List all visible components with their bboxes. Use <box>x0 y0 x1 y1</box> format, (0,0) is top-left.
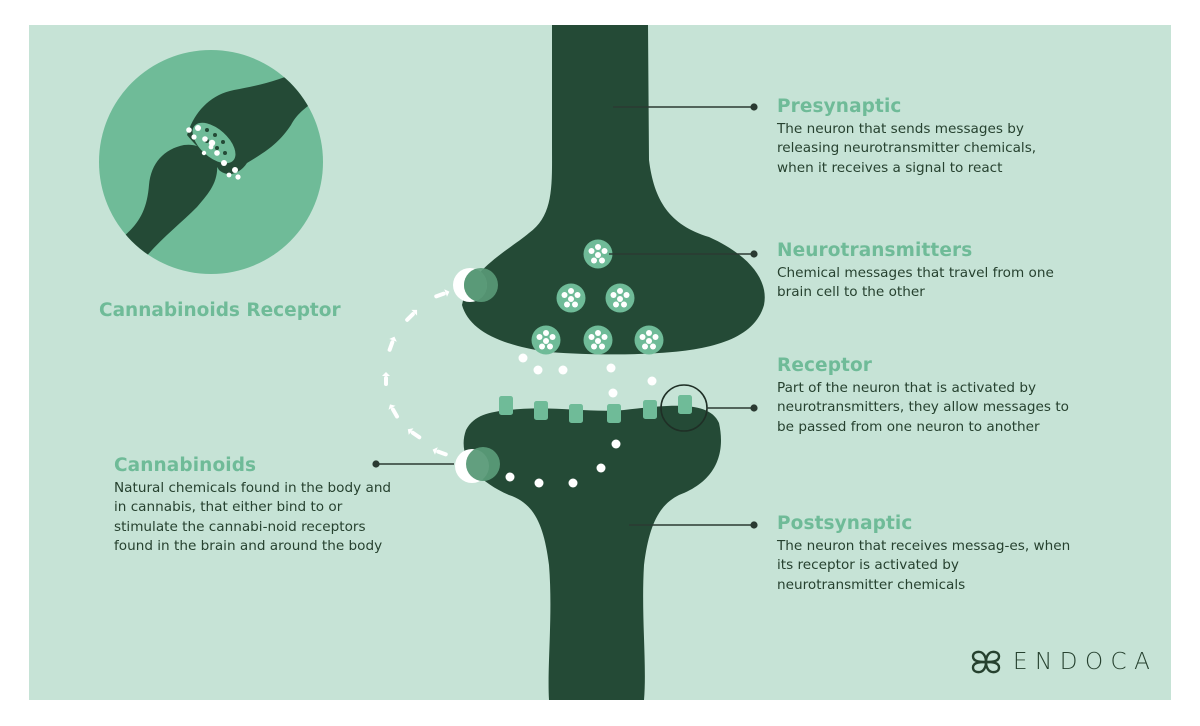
label-receptor: Receptor Part of the neuron that is acti… <box>777 355 1077 437</box>
neurotransmitter-vesicles <box>531 239 664 355</box>
receptor <box>534 401 548 420</box>
receptor-title: Receptor <box>777 355 873 376</box>
inset-molecules <box>186 125 241 180</box>
vesicle <box>531 325 561 355</box>
presynaptic-neuron <box>462 25 765 355</box>
label-presynaptic: Presynaptic The neuron that sends messag… <box>777 96 1077 178</box>
endoca-logo-icon <box>971 650 1001 674</box>
neurotransmitter-molecules <box>505 353 657 488</box>
infographic-panel: Cannabinoids Receptor Presynaptic The ne… <box>29 25 1171 700</box>
vesicle <box>583 239 613 269</box>
label-postsynaptic: Postsynaptic The neuron that receives me… <box>777 513 1077 595</box>
postsynaptic-title: Postsynaptic <box>777 513 913 534</box>
receptor <box>607 404 621 423</box>
cannabinoids-description: Natural chemicals found in the body and … <box>114 480 392 555</box>
cannabinoid-flow-arrows <box>382 289 450 457</box>
synapse-diagram <box>99 25 765 700</box>
inset-title: Cannabinoids Receptor <box>99 300 341 321</box>
receptor <box>499 396 513 415</box>
presynaptic-title: Presynaptic <box>777 96 902 117</box>
brand-logo: ENDOCA <box>969 649 1157 675</box>
cannabinoid-binding-site-upper <box>453 268 498 302</box>
receptor <box>643 400 657 419</box>
vesicle <box>605 283 635 313</box>
receptors <box>499 395 692 423</box>
neurotransmitters-description: Chemical messages that travel from one b… <box>777 265 1054 301</box>
cannabinoids-title: Cannabinoids <box>114 455 257 476</box>
cannabinoid-binding-site-lower <box>455 447 500 483</box>
vesicle <box>583 325 613 355</box>
vesicle <box>634 325 664 355</box>
neurotransmitters-title: Neurotransmitters <box>777 240 973 261</box>
inset-synapse-illustration <box>99 50 323 274</box>
vesicle <box>556 283 586 313</box>
receptor-description: Part of the neuron that is activated by … <box>777 380 1069 435</box>
receptor <box>569 404 583 423</box>
label-cannabinoids: Cannabinoids Natural chemicals found in … <box>114 455 404 557</box>
postsynaptic-neuron <box>463 405 721 700</box>
receptor <box>678 395 692 414</box>
presynaptic-description: The neuron that sends messages by releas… <box>777 121 1037 176</box>
brand-name: ENDOCA <box>1013 649 1158 675</box>
label-neurotransmitters: Neurotransmitters Chemical messages that… <box>777 240 1077 303</box>
connector-lines <box>372 103 758 529</box>
postsynaptic-description: The neuron that receives messag-es, when… <box>777 538 1071 593</box>
